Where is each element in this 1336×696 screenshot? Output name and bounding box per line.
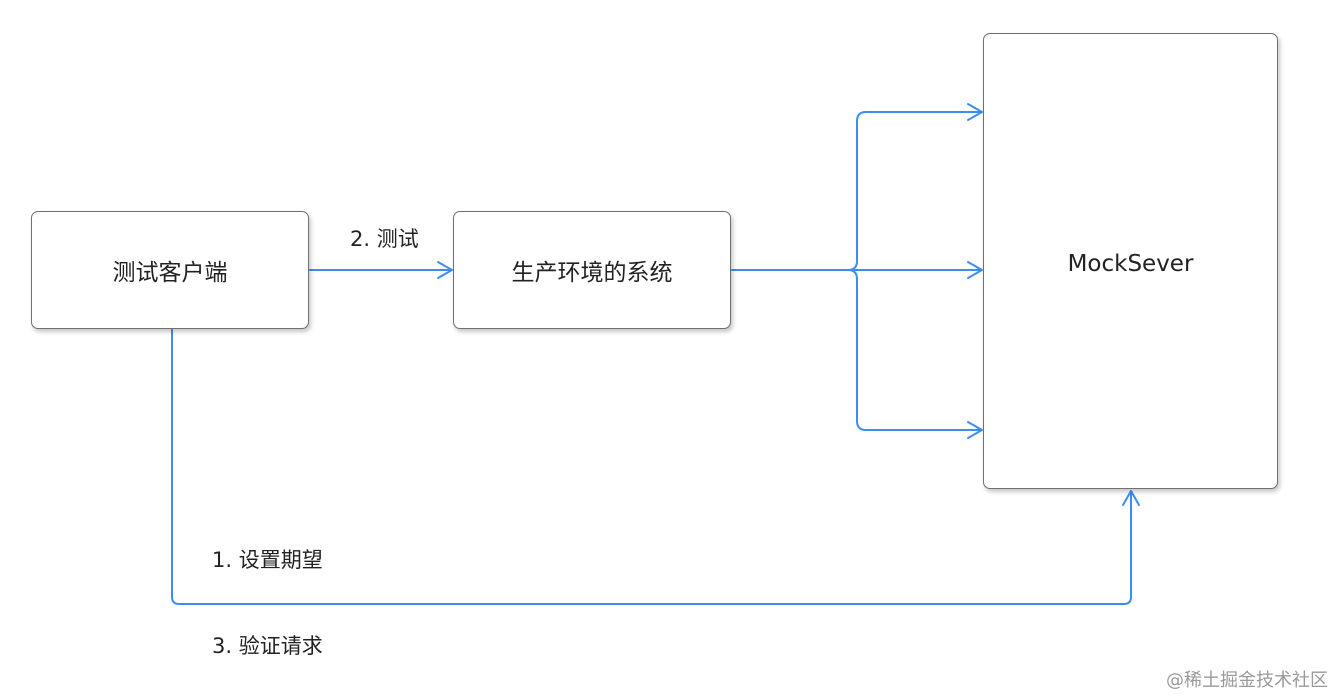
- edge-prod-to-mock-top: [847, 111, 981, 271]
- edge-label-set-expectation: 1. 设置期望: [212, 548, 323, 572]
- edge-label-test: 2. 测试: [350, 227, 419, 251]
- arrowhead-mock-middle: [967, 261, 983, 279]
- arrowhead-mock-bottom: [967, 421, 983, 439]
- production-system-node-label: 生产环境的系统: [511, 260, 673, 286]
- watermark: @稀土掘金技术社区: [1166, 670, 1328, 691]
- edge-client-to-mock: [171, 329, 1132, 605]
- client-node-label: 测试客户端: [112, 260, 228, 286]
- client-node: 测试客户端: [31, 211, 309, 329]
- mock-server-node: MockSever: [983, 33, 1278, 489]
- arrowhead-mock-top: [967, 103, 983, 121]
- mock-server-node-label: MockSever: [1067, 251, 1194, 277]
- edge-prod-to-mock-bottom: [847, 269, 981, 431]
- edge-label-verify-request: 3. 验证请求: [212, 634, 323, 658]
- production-system-node: 生产环境的系统: [453, 211, 731, 329]
- arrowhead-client-to-prod: [437, 261, 453, 279]
- arrowhead-client-to-mock: [1122, 490, 1140, 506]
